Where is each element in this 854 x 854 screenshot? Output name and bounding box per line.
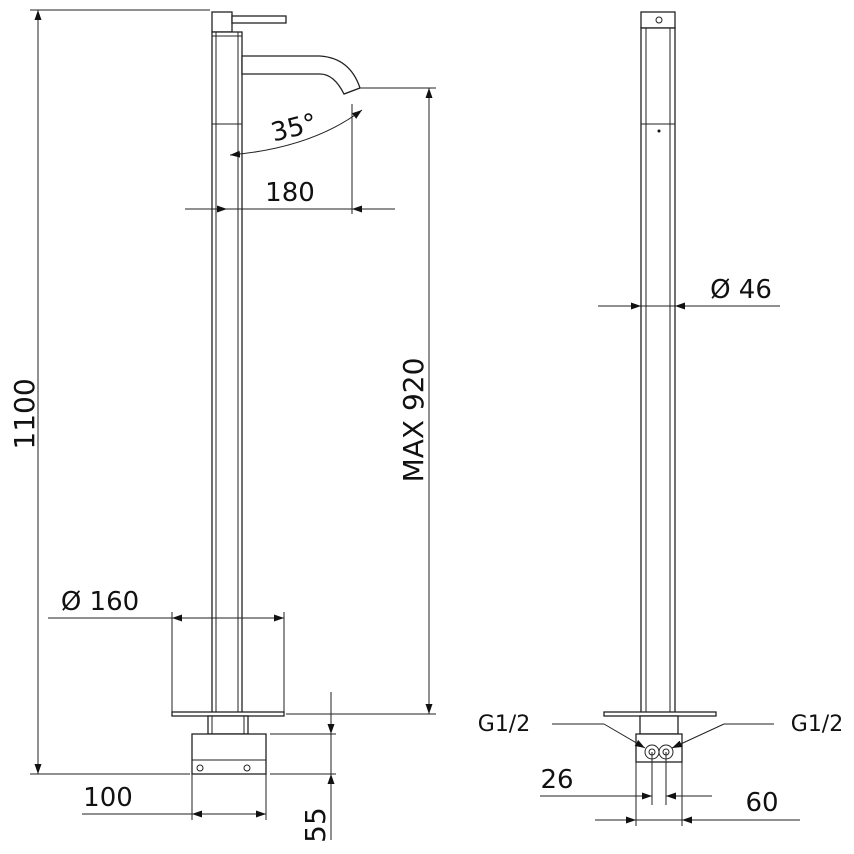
front-tube: [211, 31, 243, 715]
side-tube: [640, 27, 676, 715]
dim-spout-angle: 35°: [229, 108, 363, 158]
front-view: 1100 35° 180 MAX 920 Ø 160: [8, 9, 436, 843]
base-plate: [171, 711, 285, 735]
inlet-spacing-label: 26: [540, 765, 573, 795]
dim-inlet-spacing: 26: [540, 765, 712, 800]
bracket-width-label: 100: [83, 783, 133, 813]
spout-reach-label: 180: [265, 178, 315, 208]
side-base: [603, 711, 717, 826]
dim-base-diameter: Ø 160: [48, 587, 285, 712]
dim-inlet-right: G1/2: [671, 712, 843, 749]
dim-tube-diameter: Ø 46: [598, 275, 780, 310]
dim-bracket-width: 100: [82, 774, 267, 820]
mounting-bracket: [191, 733, 267, 775]
bracket-depth-label: 60: [745, 788, 778, 818]
total-height-label: 1100: [8, 378, 41, 449]
tube-diameter-label: Ø 46: [710, 275, 772, 305]
dim-bracket-height: 55: [270, 692, 336, 843]
mixer-handle: [211, 11, 287, 33]
dim-total-height: 1100: [8, 9, 210, 775]
dim-bracket-depth: 60: [595, 788, 800, 824]
inlet-left-label: G1/2: [478, 712, 530, 737]
inlet-right-label: G1/2: [791, 712, 843, 737]
dim-spout-height: MAX 920: [286, 87, 436, 715]
bracket-height-label: 55: [299, 807, 332, 843]
dim-inlet-left: G1/2: [478, 712, 646, 749]
spout-height-label: MAX 920: [397, 358, 430, 483]
spout: [241, 55, 361, 95]
base-diameter-label: Ø 160: [61, 587, 139, 617]
side-view: Ø 46 G1/2 G1/2 26 60: [478, 11, 843, 826]
spout-angle-label: 35°: [268, 108, 320, 148]
dim-spout-reach: 180: [185, 104, 395, 214]
